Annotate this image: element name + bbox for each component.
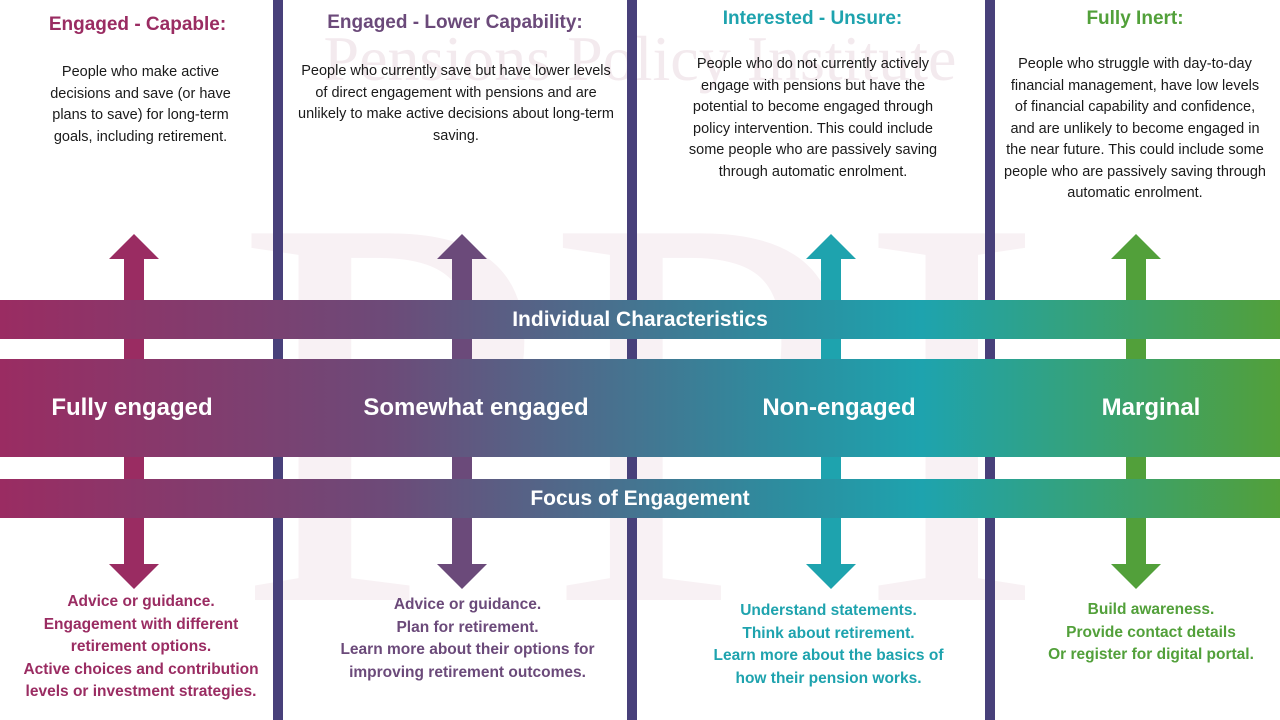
focus-item: Engagement with different retirement opt… bbox=[43, 615, 239, 656]
focus-item: Build awareness. bbox=[1087, 601, 1215, 618]
engagement-levels-band bbox=[0, 359, 1280, 457]
focus-list-fully-engaged: Advice or guidance. Engagement with diff… bbox=[10, 591, 272, 704]
individual-characteristics-band: Individual Characteristics bbox=[0, 300, 1280, 339]
focus-item: Understand statements. bbox=[740, 602, 917, 619]
focus-item: Think about retirement. bbox=[742, 624, 915, 642]
focus-item: Or register for digital portal. bbox=[1048, 646, 1254, 663]
focus-item: Advice or guidance. bbox=[393, 596, 542, 613]
focus-item: Plan for retirement. bbox=[396, 618, 539, 636]
focus-list-non-engaged: Understand statements. Think about retir… bbox=[706, 600, 951, 690]
level-somewhat-engaged: Somewhat engaged bbox=[363, 394, 589, 421]
focus-of-engagement-band: Focus of Engagement bbox=[0, 479, 1280, 518]
column-title-interested-unsure: Interested - Unsure: bbox=[722, 8, 903, 29]
column-description-engaged-lower-capability: People who currently save but have lower… bbox=[298, 63, 614, 144]
focus-item: Provide contact details bbox=[1066, 623, 1236, 641]
column-title-engaged-lower-capability: Engaged - Lower Capability: bbox=[327, 12, 583, 33]
focus-item: Active choices and contribution levels o… bbox=[23, 660, 259, 701]
individual-characteristics-label: Individual Characteristics bbox=[512, 308, 768, 331]
level-non-engaged: Non-engaged bbox=[762, 394, 916, 421]
column-title-engaged-capable: Engaged - Capable: bbox=[48, 14, 227, 35]
column-description-interested-unsure: People who do not currently actively eng… bbox=[688, 56, 938, 180]
focus-list-marginal: Build awareness. Provide contact details… bbox=[1040, 599, 1262, 667]
svg-text:Pensions Policy Institute: Pensions Policy Institute bbox=[324, 23, 957, 94]
level-fully-engaged: Fully engaged bbox=[51, 394, 213, 421]
focus-of-engagement-label: Focus of Engagement bbox=[530, 487, 750, 510]
focus-list-somewhat-engaged: Advice or guidance. Plan for retirement.… bbox=[340, 594, 595, 684]
column-description-engaged-capable: People who make active decisions and sav… bbox=[50, 64, 231, 145]
column-title-fully-inert: Fully Inert: bbox=[1086, 8, 1184, 29]
focus-item: Learn more about the basics of how their… bbox=[713, 647, 944, 687]
focus-item: Advice or guidance. bbox=[67, 593, 215, 610]
column-description-fully-inert: People who struggle with day-to-day fina… bbox=[1004, 56, 1266, 201]
focus-item: Learn more about their options for impro… bbox=[340, 641, 595, 681]
level-marginal: Marginal bbox=[1101, 394, 1201, 421]
